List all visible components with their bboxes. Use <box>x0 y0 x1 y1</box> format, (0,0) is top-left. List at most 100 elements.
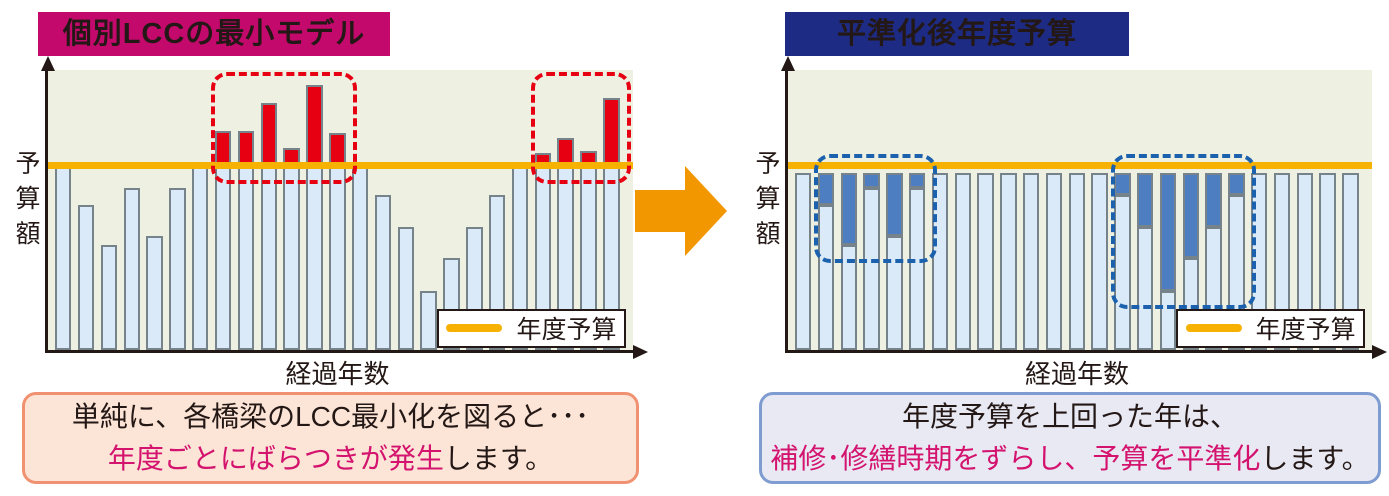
bar-column <box>420 291 437 350</box>
chart-leveled-budget: 年度予算 <box>781 56 1387 359</box>
bar-segment <box>909 188 926 350</box>
legend-left: 年度予算 <box>437 308 626 349</box>
y-axis-label-right: 予算額 <box>752 150 780 255</box>
bar-segment <box>214 166 232 350</box>
over-budget-segment <box>237 131 255 166</box>
note-line-2: 年度ごとにばらつきが発生します。 <box>108 438 553 480</box>
bar-column <box>1136 173 1154 350</box>
bar-segment <box>1319 173 1336 350</box>
shifted-budget-segment <box>817 173 835 205</box>
bar-column <box>77 204 95 350</box>
note-text: 単純に、各橋梁のLCC最小化を図ると･･･ <box>71 401 590 432</box>
bar-segment <box>420 291 437 350</box>
bar-segment <box>1068 173 1085 350</box>
bar-column <box>1342 173 1359 350</box>
bar-column <box>795 173 812 350</box>
bar-column <box>55 166 72 350</box>
note-individual-lcc: 単純に、各橋梁のLCC最小化を図ると･･･ 年度ごとにばらつきが発生します。 <box>22 392 639 484</box>
bar-segment <box>817 204 835 350</box>
shifted-budget-segment <box>1159 173 1177 292</box>
budget-line-legend-swatch <box>1185 324 1242 333</box>
note-line-1: 年度予算を上回った年は、 <box>902 396 1238 438</box>
note-highlight-text: 補修･修繕時期をずらし、予算を平準化 <box>770 443 1261 474</box>
bar-column <box>909 173 926 350</box>
bar-column <box>214 131 232 350</box>
y-axis-arrow-icon <box>781 56 795 71</box>
panel-title-leveled-budget: 平準化後年度予算 <box>785 12 1129 56</box>
note-leveled-budget: 年度予算を上回った年は、 補修･修繕時期をずらし、予算を平準化します。 <box>759 392 1381 484</box>
bar-segment <box>146 235 163 350</box>
bar-segment <box>283 166 300 350</box>
transform-arrow-icon <box>635 166 727 256</box>
note-text: します。 <box>1260 443 1370 474</box>
bar-column <box>863 173 880 350</box>
bar-segment <box>260 166 277 350</box>
bar-column <box>1296 173 1313 350</box>
bar-segment <box>795 173 812 350</box>
shifted-budget-segment <box>1205 173 1222 227</box>
bar-segment <box>397 226 415 350</box>
bar-segment <box>954 173 971 350</box>
shifted-budget-segment <box>1114 173 1131 196</box>
shifted-budget-segment <box>1228 173 1245 196</box>
bar-column <box>351 166 369 350</box>
bar-column <box>817 173 835 350</box>
bar-segment <box>169 188 186 350</box>
bar-column <box>954 173 971 350</box>
over-budget-segment <box>603 97 620 166</box>
bar-column <box>603 97 620 350</box>
bar-column <box>1000 173 1017 350</box>
bar-segment <box>863 188 880 350</box>
bar-column <box>397 226 415 350</box>
bar-column <box>260 103 277 350</box>
x-axis-arrow-icon <box>1372 345 1387 359</box>
shifted-budget-segment <box>886 173 903 236</box>
bar-column <box>931 173 949 350</box>
bar-column <box>1182 173 1199 350</box>
shifted-budget-segment <box>1136 173 1154 227</box>
bar-segment <box>123 188 140 350</box>
legend-label: 年度予算 <box>516 316 617 345</box>
bar-column <box>1023 173 1040 350</box>
bar-segment <box>840 245 857 350</box>
bar-column <box>100 245 118 350</box>
bar-column <box>580 151 597 350</box>
bar-column <box>306 85 323 350</box>
bar-segment <box>351 166 369 350</box>
bar-segment <box>77 204 95 350</box>
bar-segment <box>1342 173 1359 350</box>
x-axis-label-right: 経過年数 <box>1024 359 1129 389</box>
over-budget-segment <box>306 85 323 166</box>
bar-column <box>123 188 140 350</box>
bar-column <box>557 138 574 350</box>
bar-segment <box>1045 173 1063 350</box>
bar-segment <box>1000 173 1017 350</box>
x-axis-arrow-icon <box>633 345 648 359</box>
bar-column <box>1114 173 1131 350</box>
over-budget-segment <box>260 103 277 166</box>
bar-column <box>1205 173 1222 350</box>
bar-segment <box>886 235 903 350</box>
x-axis-label-left: 経過年数 <box>285 359 390 389</box>
budget-line-legend-swatch <box>446 324 503 333</box>
bar-segment <box>100 245 118 350</box>
bar-segment <box>1273 173 1291 350</box>
bar-column <box>977 173 994 350</box>
bar-column <box>329 132 346 350</box>
bar-segment <box>1091 173 1108 350</box>
bar-segment <box>1159 291 1177 350</box>
budget-line-left <box>48 162 633 169</box>
shifted-budget-segment <box>1182 173 1199 258</box>
note-line-2: 補修･修繕時期をずらし、予算を平準化します。 <box>770 438 1369 480</box>
shifted-budget-segment <box>840 173 857 246</box>
bar-segment <box>237 166 255 350</box>
bar-column <box>169 188 186 350</box>
panel-title-individual-lcc: 個別LCCの最小モデル <box>38 12 390 56</box>
y-axis-label-left: 予算額 <box>12 150 40 255</box>
bar-segment <box>1296 173 1313 350</box>
bar-column <box>1045 173 1063 350</box>
bar-column <box>374 195 392 350</box>
bars-layer-left <box>48 70 633 350</box>
bar-column <box>283 147 300 350</box>
